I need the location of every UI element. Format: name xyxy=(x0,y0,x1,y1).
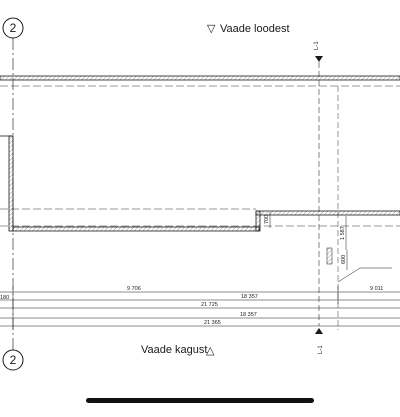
svg-text:1 587: 1 587 xyxy=(340,226,346,240)
dim-600: 600 xyxy=(341,250,348,270)
bottom-wall xyxy=(0,208,400,232)
dim-rows xyxy=(0,286,400,330)
section-arrow-bottom xyxy=(315,328,323,334)
grid-bubble-top: 2 xyxy=(2,17,24,39)
dim-18357-a: 18 357 xyxy=(241,294,258,300)
left-wall xyxy=(0,135,14,232)
top-wall xyxy=(0,75,400,87)
dim-21725: 21 725 xyxy=(201,302,218,308)
view-label-bottom: Vaade kagust xyxy=(141,344,207,356)
dim-700: 700 xyxy=(264,212,271,228)
dim-9706: 9 706 xyxy=(127,286,141,292)
dim-180: 180 xyxy=(0,295,9,301)
dim-1587: 1 587 xyxy=(340,216,347,250)
dim-9011: 9 011 xyxy=(370,286,383,292)
grid-label-bottom: 2 xyxy=(10,353,17,367)
view-symbol-top: ▽ xyxy=(207,23,216,35)
section-arrow-top xyxy=(315,56,323,62)
grid-label-top: 2 xyxy=(10,21,17,35)
dim-18357-b: 18 357 xyxy=(240,312,257,318)
svg-text:700: 700 xyxy=(264,215,270,224)
section-label-top: L-1 xyxy=(314,41,320,50)
svg-text:600: 600 xyxy=(341,255,347,264)
grid-bubble-bottom: 2 xyxy=(2,349,24,371)
dim-21365: 21 365 xyxy=(204,320,221,326)
home-indicator[interactable] xyxy=(86,398,314,403)
section-cut-l1: L-1 L-1 xyxy=(314,41,324,354)
section-label-bottom: L-1 xyxy=(318,345,324,354)
small-post xyxy=(326,247,333,265)
view-symbol-bottom: △ xyxy=(206,345,215,357)
leader-line-diag xyxy=(337,267,361,283)
view-label-top: Vaade loodest xyxy=(220,23,290,35)
